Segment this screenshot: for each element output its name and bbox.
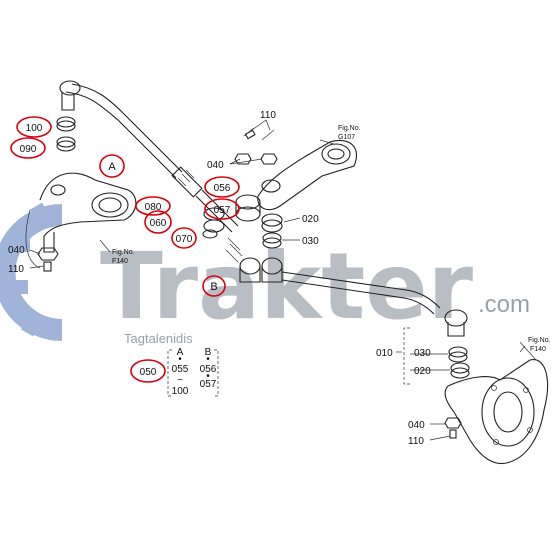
pin-110-top xyxy=(243,127,275,141)
label-030-mid: 030 xyxy=(302,236,319,247)
fig-ref-f140-left-line2: F140 xyxy=(112,258,128,265)
leader-lines xyxy=(29,119,526,441)
fig-ref-g107-line2: G107 xyxy=(338,134,355,141)
assembly-col-a-header: A xyxy=(177,347,184,358)
washer-030-right xyxy=(448,346,468,363)
pin-110-bottom xyxy=(449,429,457,439)
ball-joint-056 xyxy=(235,194,261,222)
label-110-top: 110 xyxy=(260,110,276,121)
fig-ref-g107-line1: Fig.No. xyxy=(338,125,361,132)
fig-ref-f140-right-line1: Fig.No. xyxy=(528,337,551,344)
assembly-col-a-item-0: 055 xyxy=(172,364,189,375)
washer-030-mid xyxy=(262,232,282,249)
circled-label-100: 100 xyxy=(16,116,52,138)
ball-stud-B xyxy=(225,237,261,283)
fig-ref-f140-right-line2: F140 xyxy=(530,346,546,353)
dust-cover-060 xyxy=(203,207,225,233)
svg-text:•: • xyxy=(178,354,182,365)
assembly-col-b-header: B xyxy=(205,347,212,358)
nut-040-left xyxy=(37,247,59,261)
nut-040-bottom xyxy=(444,417,462,429)
circled-label-050: 050 xyxy=(130,359,166,383)
assembly-col-a-item-1: 100 xyxy=(172,386,189,397)
svg-text:•: • xyxy=(206,354,210,365)
assembly-table: A • 055 ~ 100 B • 056 • 057 xyxy=(172,347,217,397)
tie-rod xyxy=(281,271,441,315)
pin-110-left xyxy=(43,261,52,272)
label-030-right: 030 xyxy=(414,348,431,359)
assembly-col-b-item-1: 057 xyxy=(200,379,217,390)
washer-020-right xyxy=(450,362,470,379)
svg-text:B: B xyxy=(210,281,217,293)
label-020-mid: 020 xyxy=(302,214,319,225)
circled-label-057: 057 xyxy=(204,198,240,220)
washer-020-mid xyxy=(261,213,283,233)
circled-label-090: 090 xyxy=(10,137,46,159)
clamp-070 xyxy=(202,229,218,239)
svg-text:~: ~ xyxy=(177,375,183,386)
tie-rod-end-mid xyxy=(261,257,283,283)
watermark-gear-icon xyxy=(0,202,63,341)
fig-ref-f140-left-line1: Fig.No. xyxy=(112,249,135,256)
pitman-arm xyxy=(257,140,357,211)
circled-label-056: 056 xyxy=(204,176,240,198)
seal-100 xyxy=(56,116,76,132)
svg-text:080: 080 xyxy=(145,202,162,213)
circled-label-A: A xyxy=(99,154,125,178)
svg-text:060: 060 xyxy=(150,218,167,229)
svg-text:090: 090 xyxy=(20,144,37,155)
watermark-suffix: .com xyxy=(478,291,530,318)
tie-rod-end-right xyxy=(444,309,468,337)
watermark-tagline: Tagtalenidis xyxy=(124,331,193,346)
label-110-bottom: 110 xyxy=(408,436,424,447)
svg-text:100: 100 xyxy=(26,123,43,134)
svg-text:070: 070 xyxy=(176,234,193,245)
left-knuckle-arm xyxy=(25,172,137,269)
label-040-left: 040 xyxy=(8,245,25,256)
seal-090 xyxy=(56,136,76,152)
svg-text:050: 050 xyxy=(140,367,157,378)
label-040-bottom: 040 xyxy=(408,420,425,431)
label-110-left: 110 xyxy=(8,264,24,275)
label-040-top: 040 xyxy=(207,160,224,171)
circled-label-070: 070 xyxy=(171,227,197,249)
label-020-right: 020 xyxy=(414,366,431,377)
circled-label-060: 060 xyxy=(144,210,172,234)
tie-rod-end-top xyxy=(59,80,81,111)
circled-label-080: 080 xyxy=(135,196,171,216)
svg-text:056: 056 xyxy=(214,183,231,194)
right-knuckle-housing xyxy=(444,341,549,464)
svg-text:057: 057 xyxy=(214,205,231,216)
svg-text:A: A xyxy=(108,161,116,173)
circled-label-B: B xyxy=(202,275,226,297)
watermark-brand: Trakter xyxy=(100,233,474,340)
svg-text:•: • xyxy=(206,371,210,382)
label-010-right: 010 xyxy=(376,348,393,359)
assembly-col-b-item-0: 056 xyxy=(200,364,217,375)
